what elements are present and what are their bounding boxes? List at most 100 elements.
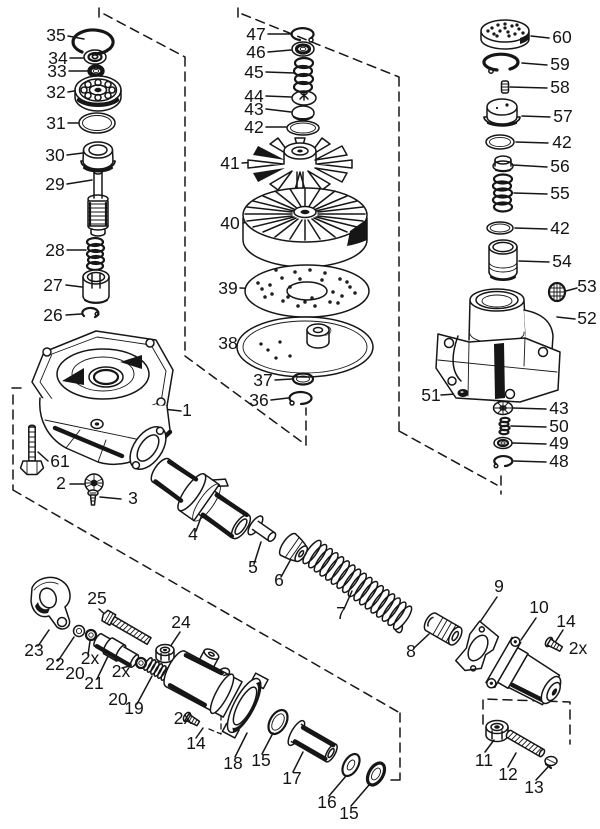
callout-51: 51 (421, 385, 440, 405)
part-20-o-ring-a (84, 628, 98, 642)
part-10-end-cap (485, 636, 562, 706)
part-39-gasket-disc (244, 264, 370, 318)
callout-32: 32 (46, 82, 65, 102)
part-61-hex-bolt (19, 424, 45, 476)
callout-16: 16 (317, 792, 336, 812)
callout-14a: 14 (186, 733, 206, 753)
part-11-flange-nut (485, 719, 509, 743)
callout-22: 22 (45, 654, 64, 674)
callout-2x-c: 2x (174, 708, 193, 728)
callout-23: 23 (24, 640, 43, 660)
callout-31: 31 (46, 113, 65, 133)
part-26-clip (81, 306, 100, 319)
callout-2x-d: 2x (569, 638, 588, 658)
callout-44: 44 (244, 86, 264, 106)
part-41-fan-wheel (247, 137, 353, 191)
part-46-washer (291, 41, 315, 57)
part-28-spring (85, 236, 106, 272)
callout-43b: 43 (549, 398, 568, 418)
part-7-main-spring (302, 539, 413, 634)
part-16-ring (341, 752, 361, 778)
callout-13: 13 (524, 777, 543, 797)
part-42-o-ring-c (486, 221, 514, 235)
part-56-cup (492, 155, 514, 173)
callout-34: 34 (48, 48, 68, 68)
callout-57: 57 (553, 106, 572, 126)
part-13-cap-screw (544, 755, 558, 770)
callout-52: 52 (577, 308, 596, 328)
callout-11: 11 (475, 750, 493, 770)
part-8-roller (423, 612, 463, 646)
part-43-cup (291, 105, 315, 121)
callout-56: 56 (550, 156, 569, 176)
part-44-valve (291, 90, 317, 106)
part-60-cap (480, 19, 530, 50)
part-45-spring (292, 56, 315, 94)
callout-55: 55 (550, 183, 569, 203)
part-5-plug (247, 515, 277, 543)
part-3-screw (87, 489, 99, 506)
callout-53: 53 (577, 276, 596, 296)
callout-19: 19 (124, 698, 143, 718)
callout-1: 1 (182, 400, 192, 420)
callout-25: 25 (87, 588, 106, 608)
callout-15a: 15 (251, 750, 270, 770)
callout-14b: 14 (556, 611, 576, 631)
part-33-seal-ring (87, 64, 105, 78)
part-50-spring-small (498, 416, 511, 436)
part-51-grommet (457, 389, 469, 397)
part-23-clamp-lever (30, 576, 71, 630)
callout-4: 4 (188, 524, 198, 544)
part-53-mesh-plug (547, 281, 567, 303)
callout-37: 37 (253, 370, 272, 390)
callout-2x-b: 2x (112, 661, 131, 681)
callout-30: 30 (45, 145, 65, 165)
part-29-pinion-shaft (87, 169, 109, 237)
callout-26: 26 (43, 305, 62, 325)
callout-61: 61 (50, 451, 69, 471)
callout-45: 45 (244, 62, 263, 82)
part-54-sleeve (488, 239, 518, 282)
part-21-spindle (93, 633, 140, 668)
callout-43a: 43 (244, 99, 263, 119)
part-22-washer (72, 624, 86, 638)
callout-29: 29 (45, 174, 64, 194)
part-18-valve-body (163, 648, 269, 739)
callout-54: 54 (552, 251, 572, 271)
part-30-bushing-cup (80, 141, 116, 173)
part-24-hex-nut (155, 643, 175, 664)
part-34-washer (83, 49, 107, 65)
part-40-impeller-drum (242, 187, 368, 268)
callout-15b: 15 (339, 803, 358, 823)
callout-2x-a: 2x (81, 648, 100, 668)
part-59-snap-ring (482, 52, 520, 74)
part-49-washer (493, 436, 513, 450)
part-37-o-ring (291, 372, 315, 386)
part-27-clutch-sleeve (82, 269, 110, 304)
part-42-o-ring (286, 120, 320, 136)
callout-33: 33 (47, 61, 66, 81)
part-35-snap-ring (71, 28, 115, 60)
part-42-o-ring-b (485, 134, 515, 150)
callout-5: 5 (248, 557, 258, 577)
callout-27: 27 (43, 275, 62, 295)
part-32-ball-bearing (74, 75, 122, 112)
part-17-piston (287, 719, 338, 763)
part-36-snap-ring (288, 390, 313, 406)
part-31-o-ring (78, 112, 116, 134)
callout-6: 6 (274, 570, 284, 590)
part-15-seal-a (267, 708, 289, 736)
callout-28: 28 (45, 240, 64, 260)
part-9-gasket (454, 620, 500, 672)
callout-labels: 35 34 33 32 31 30 29 28 27 26 47 46 45 4… (24, 24, 596, 823)
callout-9: 9 (494, 576, 504, 596)
callout-3: 3 (128, 488, 138, 508)
callout-17: 17 (282, 768, 301, 788)
callout-35: 35 (46, 25, 65, 45)
callout-39: 39 (218, 278, 237, 298)
part-47-snap-ring (290, 27, 315, 43)
part-43-spoked-disc (492, 400, 514, 416)
callout-42b: 42 (552, 132, 571, 152)
